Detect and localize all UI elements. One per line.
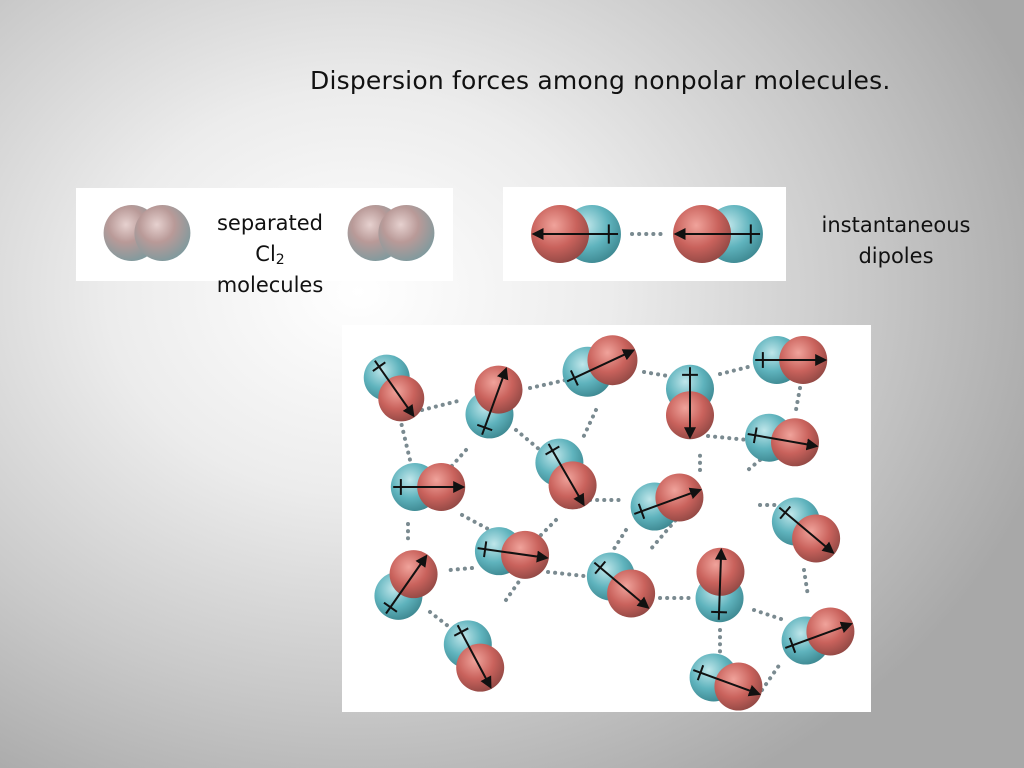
plus-crossbar (545, 445, 560, 456)
separated-label-formula: Cl2 (200, 239, 340, 270)
dipole-molecule-1 (531, 205, 621, 263)
dipole-arrow (747, 432, 819, 451)
plus-crossbar (453, 627, 469, 637)
network-molecule-8 (630, 473, 704, 531)
plus-crossbar (779, 505, 792, 520)
dipole-arrow (481, 367, 509, 436)
cl2-molecule-right (347, 205, 435, 261)
plus-crossbar (788, 637, 797, 654)
attraction-dots (802, 568, 810, 598)
dipole-molecule-2 (673, 205, 763, 263)
network-molecule-1 (363, 354, 425, 422)
plus-crossbar (752, 427, 758, 444)
cl-atom (378, 205, 435, 261)
attraction-dots (528, 378, 568, 390)
attraction-dots (504, 578, 522, 602)
plus-crossbar (476, 423, 493, 432)
attraction-dots (706, 434, 750, 442)
dipole-arrow (778, 506, 835, 554)
separated-molecules-label: separated Cl2 molecules (200, 208, 340, 301)
dipole-arrow (547, 443, 585, 507)
attraction-dots (398, 416, 412, 462)
attraction-dots (752, 608, 786, 622)
attraction-dots (580, 408, 598, 442)
plus-crossbar (594, 560, 607, 575)
attraction-dots (460, 513, 492, 532)
plus-crossbar (637, 503, 646, 520)
dipole-arrow (692, 669, 761, 697)
dipole-arrow (477, 547, 549, 563)
dipole-arrow (385, 554, 428, 615)
cl-atom (134, 205, 191, 261)
attraction-dots (546, 570, 586, 578)
plus-crossbar (383, 601, 398, 613)
attraction-dots (420, 398, 464, 412)
plus-crossbar (483, 541, 488, 558)
dipole-arrow (593, 561, 650, 609)
attraction-dots (514, 428, 542, 452)
dipole-arrow (714, 547, 727, 620)
separated-label-line1: separated (216, 211, 324, 235)
formula-base: Cl (255, 242, 276, 266)
dipole-arrow (566, 349, 636, 383)
plus-crossbar (711, 610, 728, 614)
network-molecule-14 (695, 547, 745, 623)
instantaneous-dipoles-label: instantaneous dipoles (806, 210, 986, 272)
dipole-arrow (633, 487, 702, 515)
network-molecule-13 (586, 552, 656, 618)
cl2-molecule-left (103, 205, 191, 261)
attraction-dots (760, 662, 782, 692)
separated-label-line3: molecules (216, 273, 324, 297)
network-molecule-11 (474, 527, 550, 579)
attraction-dots (794, 386, 802, 412)
network-molecule-9 (745, 413, 819, 467)
network-molecule-5 (752, 336, 828, 384)
dipole-arrow (374, 360, 415, 418)
attraction-dots (718, 364, 754, 376)
network-molecule-10 (771, 497, 841, 563)
attraction-dots (642, 370, 670, 378)
network-molecule-15 (443, 620, 505, 692)
dipoles-label-line1: instantaneous (821, 213, 971, 237)
network-molecule-4 (666, 364, 714, 440)
attraction-dots (538, 518, 558, 538)
attraction-dots (448, 566, 474, 572)
network-molecule-16 (781, 607, 855, 665)
slide-title: Dispersion forces among nonpolar molecul… (310, 66, 891, 95)
network-molecule-7 (535, 438, 597, 510)
attraction-dots (610, 528, 628, 554)
network-molecule-12 (374, 550, 438, 620)
plus-crossbar (569, 370, 579, 386)
network-molecule-6 (390, 463, 466, 511)
plus-crossbar (696, 664, 705, 681)
attraction-dots (428, 610, 450, 628)
molecules-layer (103, 205, 855, 711)
network-molecule-3 (562, 335, 638, 397)
attraction-dots (746, 458, 762, 472)
network-molecule-17 (689, 653, 763, 711)
attraction-dots (448, 448, 468, 470)
dipoles-label-line2: dipoles (858, 244, 934, 268)
formula-subscript: 2 (275, 252, 285, 268)
dipole-arrow (784, 621, 853, 649)
dipole-arrow (456, 624, 492, 689)
plus-crossbar (372, 361, 386, 372)
network-molecule-2 (465, 365, 523, 439)
